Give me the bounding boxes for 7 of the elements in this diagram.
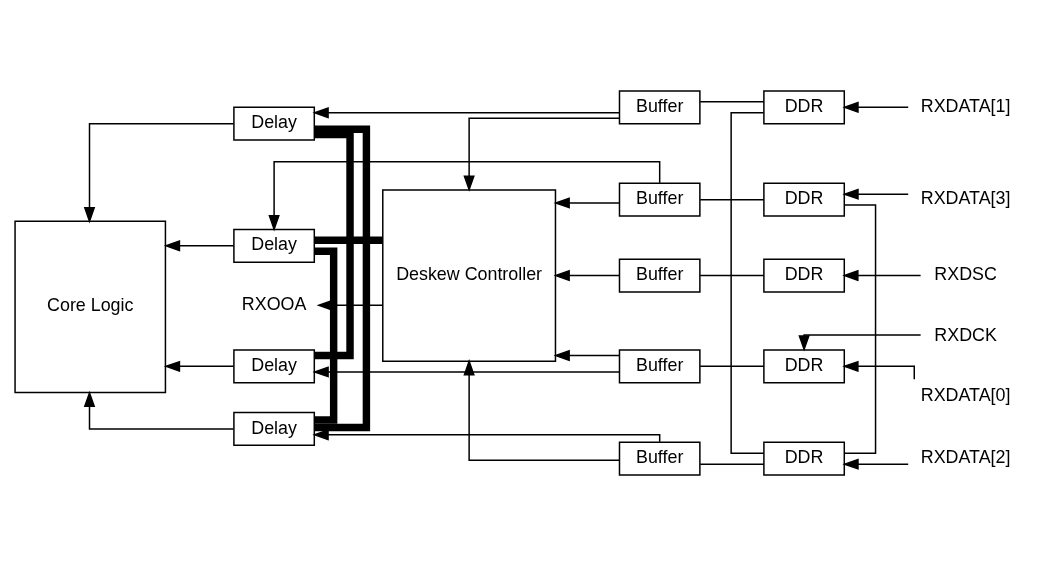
node-text: RXDATA[3]: [920, 187, 1010, 208]
node-text: RXDCK: [933, 324, 997, 345]
node-text: RXOOA: [241, 293, 306, 314]
node-text: RXDSC: [933, 263, 997, 284]
node-text: RXDATA[2]: [920, 446, 1010, 467]
node-text: RXDATA[1]: [920, 95, 1010, 116]
node-text: RXDATA[0]: [920, 384, 1010, 405]
